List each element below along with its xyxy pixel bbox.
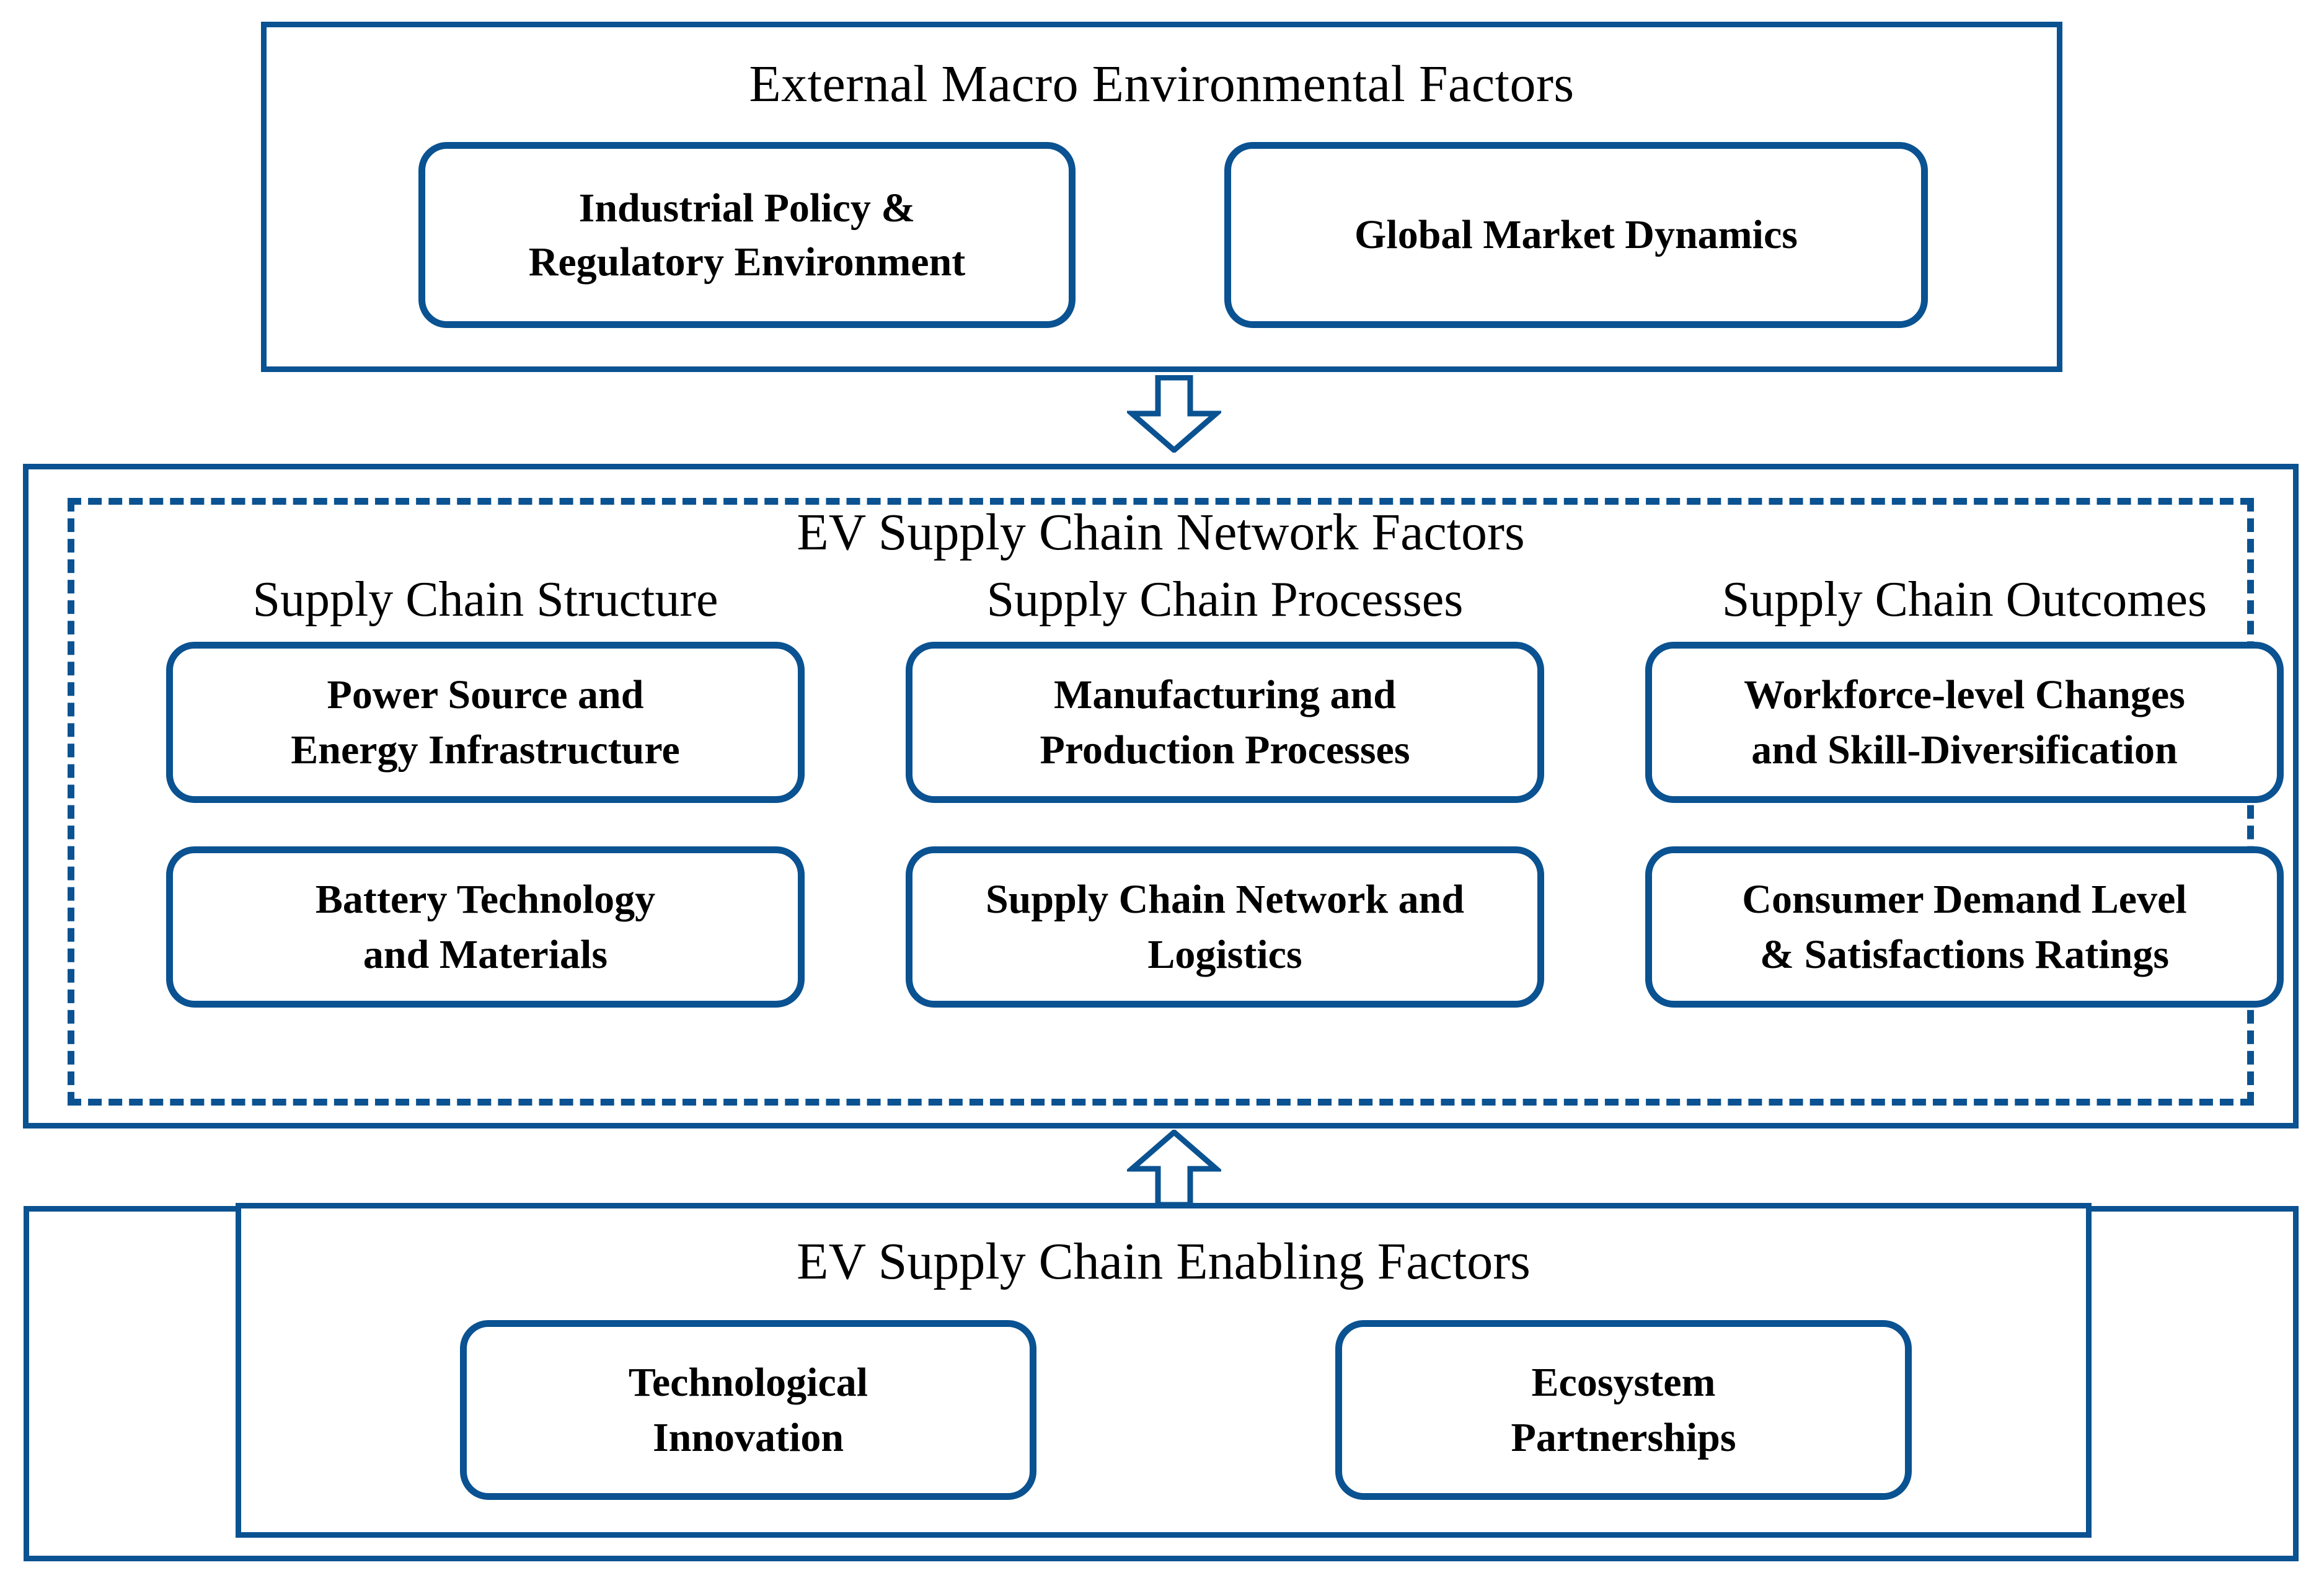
box-line-1: Supply Chain Network and (985, 876, 1465, 922)
column-heading-supply-chain-outcomes: Supply Chain Outcomes (1721, 572, 2207, 627)
ev-supply-chain-enabling-factors-panel: EV Supply Chain Enabling Factors Technol… (236, 1203, 2092, 1538)
box-workforce-level-changes-and-skill-diversification[interactable]: Workforce-level Changes and Skill-Divers… (1645, 642, 2284, 803)
ev-supply-chain-network-factors-title: EV Supply Chain Network Factors (797, 503, 1525, 561)
box-ecosystem-partnerships[interactable]: Ecosystem Partnerships (1335, 1320, 1912, 1500)
box-line-2: Regulatory Environment (528, 239, 966, 285)
box-line-1: Power Source and (327, 672, 644, 717)
box-line-1: Workforce-level Changes (1744, 672, 2185, 717)
ev-supply-chain-enabling-factors-title: EV Supply Chain Enabling Factors (797, 1233, 1531, 1290)
box-manufacturing-and-production-processes[interactable]: Manufacturing and Production Processes (906, 642, 1544, 803)
box-line-2: Partnerships (1511, 1415, 1736, 1460)
box-supply-chain-network-and-logistics[interactable]: Supply Chain Network and Logistics (906, 846, 1544, 1008)
box-line-2: Production Processes (1040, 727, 1410, 773)
external-macro-environmental-factors-panel: External Macro Environmental Factors Ind… (261, 22, 2062, 372)
box-line-1: Technological (628, 1359, 868, 1405)
arrow-up-icon (1127, 1130, 1221, 1207)
box-line-1: Global Market Dynamics (1354, 212, 1798, 258)
column-heading-supply-chain-processes: Supply Chain Processes (986, 572, 1464, 627)
box-line-2: Innovation (652, 1415, 844, 1460)
external-macro-environmental-factors-title: External Macro Environmental Factors (749, 55, 1575, 113)
box-industrial-policy-regulatory-environment[interactable]: Industrial Policy & Regulatory Environme… (418, 142, 1076, 328)
box-line-2: & Satisfactions Ratings (1759, 932, 2170, 977)
box-line-1: Manufacturing and (1054, 672, 1396, 717)
box-line-2: and Materials (363, 932, 608, 977)
box-global-market-dynamics[interactable]: Global Market Dynamics (1224, 142, 1928, 328)
column-heading-supply-chain-structure: Supply Chain Structure (252, 572, 718, 627)
arrow-down-icon (1127, 375, 1221, 453)
box-technological-innovation[interactable]: Technological Innovation (460, 1320, 1036, 1500)
box-line-1: Industrial Policy & (578, 185, 916, 231)
box-line-1: Consumer Demand Level (1742, 876, 2187, 922)
ev-supply-chain-network-factors-panel: EV Supply Chain Network Factors Supply C… (23, 464, 2299, 1128)
box-consumer-demand-level-and-satisfactions-ratings[interactable]: Consumer Demand Level & Satisfactions Ra… (1645, 846, 2284, 1008)
box-line-2: Energy Infrastructure (291, 727, 680, 773)
box-line-2: Logistics (1147, 932, 1302, 977)
box-line-1: Battery Technology (315, 876, 656, 922)
box-power-source-and-energy-infrastructure[interactable]: Power Source and Energy Infrastructure (166, 642, 805, 803)
box-line-2: and Skill-Diversification (1751, 727, 2178, 773)
box-line-1: Ecosystem (1531, 1359, 1716, 1405)
box-battery-technology-and-materials[interactable]: Battery Technology and Materials (166, 846, 805, 1008)
